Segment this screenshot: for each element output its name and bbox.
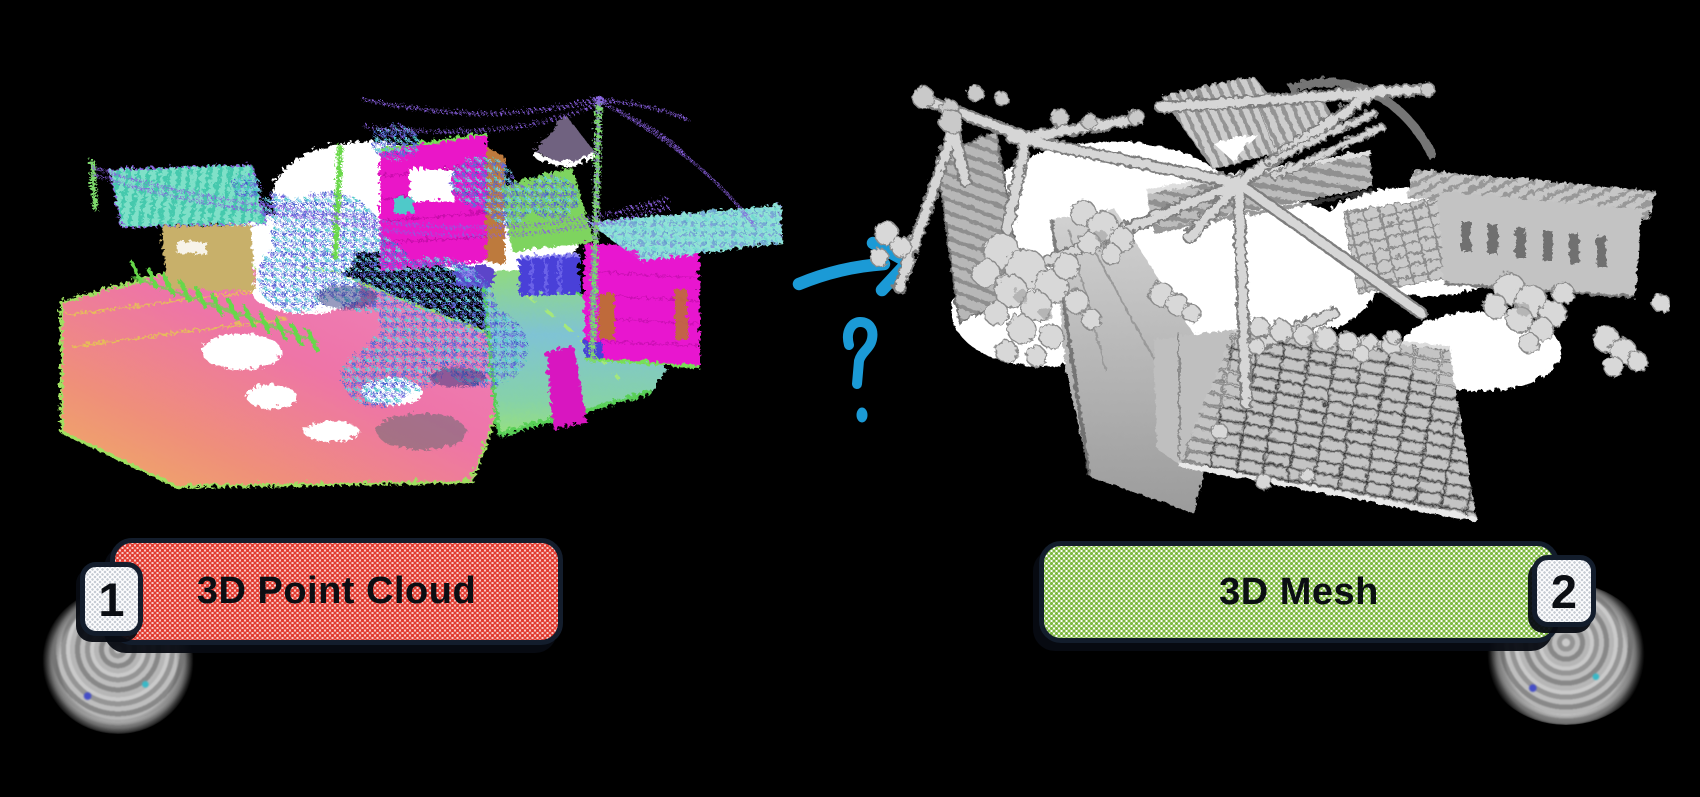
step-1-number: 1 <box>98 572 125 626</box>
pc-blue-fence <box>517 251 579 294</box>
pc-gable <box>533 112 593 165</box>
pc-poles-and-wires <box>87 93 757 361</box>
pc-teal-wing <box>585 203 780 267</box>
question-mark-text: ? <box>0 0 1 1</box>
mesh-tree-blobs <box>868 198 1670 489</box>
mesh-caption-label: 3D Mesh <box>1219 570 1379 613</box>
step-2-number: 2 <box>1550 564 1578 618</box>
pc-fragment <box>545 345 585 428</box>
point-cloud-caption: 3D Point Cloud <box>110 538 563 645</box>
question-mark-icon <box>843 316 878 423</box>
pc-wall-b <box>582 241 699 367</box>
point-cloud-caption-label: 3D Point Cloud <box>196 570 477 612</box>
step-2-badge: 2 <box>1532 555 1596 627</box>
step-1-badge: 1 <box>80 562 143 636</box>
pc-fence <box>128 259 318 351</box>
mesh-caption: 3D Mesh <box>1039 541 1559 643</box>
point-cloud-illustration <box>58 93 780 487</box>
mesh-illustration <box>868 74 1670 521</box>
mesh-right-facade <box>1405 168 1655 298</box>
pc-utility-pole <box>587 94 600 361</box>
mesh-blob-shading <box>1013 229 1529 341</box>
pc-trees <box>230 122 576 405</box>
